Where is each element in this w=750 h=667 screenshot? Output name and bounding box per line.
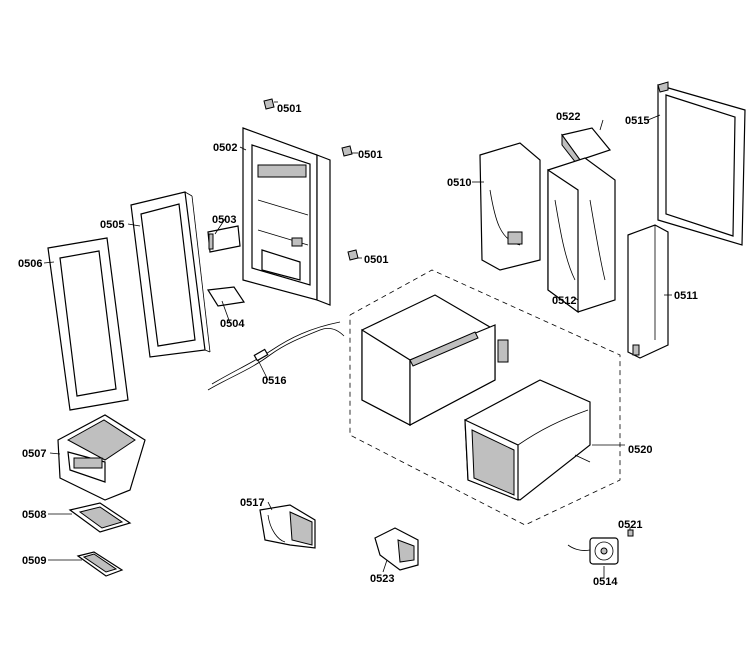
label-0504: 0504 bbox=[220, 318, 245, 330]
label-0507: 0507 bbox=[22, 448, 46, 460]
part-0523-bracket bbox=[374, 527, 419, 571]
part-0508-grid bbox=[68, 502, 132, 533]
label-0521: 0521 bbox=[618, 519, 642, 531]
part-0521-screw bbox=[627, 529, 634, 537]
label-0505: 0505 bbox=[100, 219, 124, 231]
part-0514-fan bbox=[567, 537, 619, 565]
label-0501-middle: 0501 bbox=[358, 149, 382, 161]
label-0503: 0503 bbox=[212, 214, 236, 226]
label-0511: 0511 bbox=[674, 290, 698, 302]
label-0510: 0510 bbox=[447, 177, 471, 189]
part-0503-plate bbox=[207, 225, 241, 253]
part-0502-housing bbox=[242, 127, 331, 306]
part-0520-box bbox=[361, 294, 509, 426]
leader-lines bbox=[43, 101, 672, 578]
part-0512-evaporator bbox=[547, 157, 616, 314]
label-0502: 0502 bbox=[213, 142, 237, 154]
part-0504-flap bbox=[206, 286, 246, 307]
label-0517: 0517 bbox=[240, 497, 264, 509]
part-0501-clip-c bbox=[347, 249, 359, 261]
part-0509-piece bbox=[76, 551, 124, 577]
part-0501-clip-a bbox=[263, 98, 275, 110]
part-0517-bracket bbox=[259, 504, 316, 549]
label-0520: 0520 bbox=[628, 444, 652, 456]
part-0507-tray bbox=[57, 414, 146, 501]
part-0510-duct bbox=[479, 142, 541, 271]
part-0501-clip-b bbox=[341, 145, 353, 157]
part-0515-frame bbox=[657, 81, 746, 246]
label-0506: 0506 bbox=[18, 258, 42, 270]
label-0512: 0512 bbox=[552, 295, 576, 307]
part-0520-group-outline bbox=[349, 269, 625, 526]
part-0505-frame bbox=[130, 191, 211, 358]
label-0522: 0522 bbox=[556, 111, 580, 123]
label-0501-bottom: 0501 bbox=[364, 254, 388, 266]
part-0511-panel bbox=[627, 224, 669, 359]
label-0523: 0523 bbox=[370, 573, 394, 585]
label-0508: 0508 bbox=[22, 509, 46, 521]
part-0520-bucket bbox=[464, 379, 591, 501]
label-0509: 0509 bbox=[22, 555, 46, 567]
part-0516-cable bbox=[207, 321, 345, 391]
label-0501-top: 0501 bbox=[277, 103, 301, 115]
label-0515: 0515 bbox=[625, 115, 649, 127]
label-0516: 0516 bbox=[262, 375, 286, 387]
part-0506-frame bbox=[47, 237, 129, 411]
label-0514: 0514 bbox=[593, 576, 618, 588]
